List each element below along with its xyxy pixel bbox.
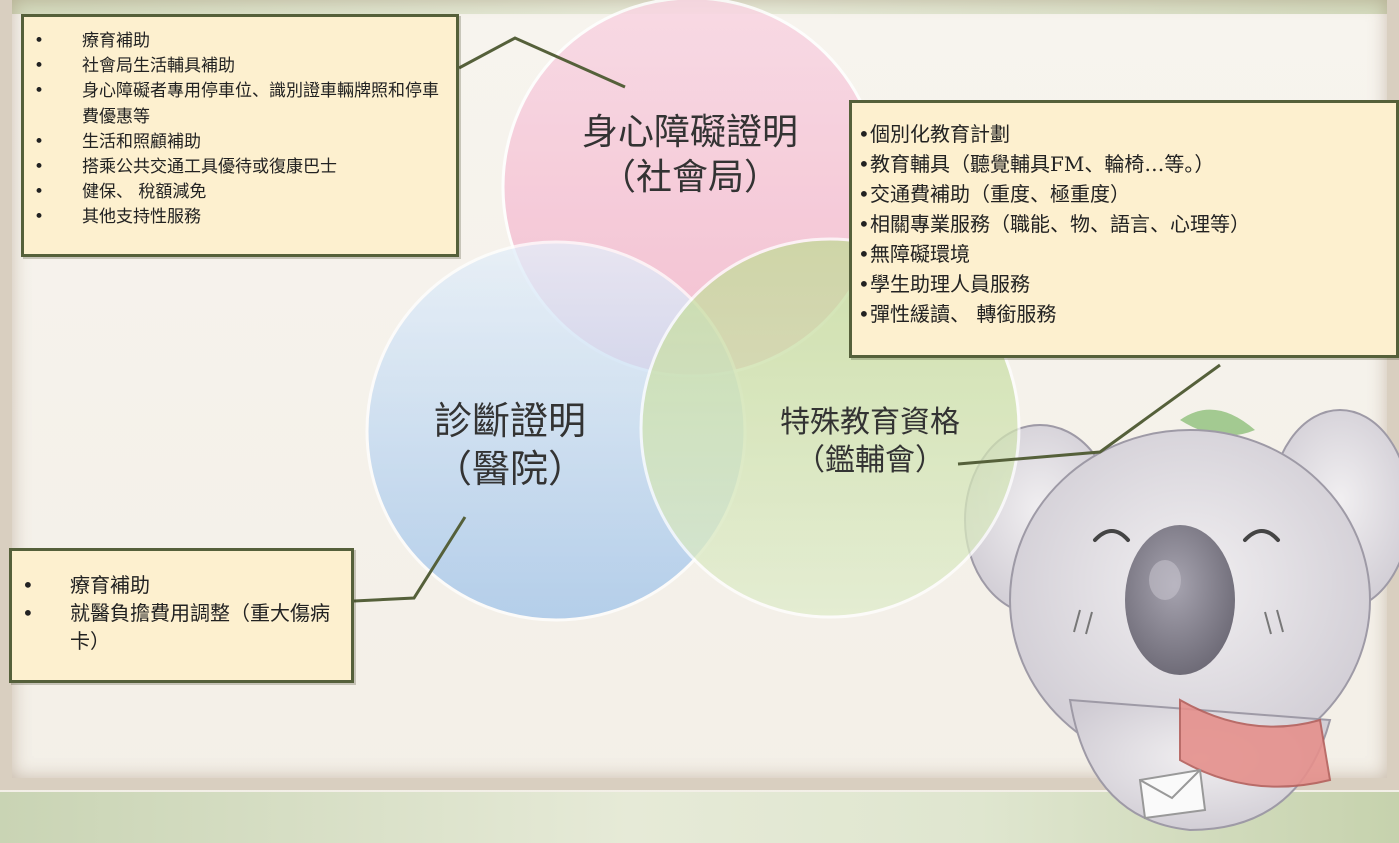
list-item: 身心障礙者專用停車位、識別證車輛牌照和停車費優惠等	[34, 79, 446, 129]
callout-social-benefits: 療育補助 社會局生活輔具補助 身心障礙者專用停車位、識別證車輛牌照和停車費優惠等…	[21, 14, 459, 257]
connector-lines	[353, 36, 1221, 603]
list-item: 學生助理人員服務	[858, 269, 1390, 299]
list-item: 社會局生活輔具補助	[34, 54, 446, 79]
circle-label-hospital: 診斷證明 （醫院）	[380, 398, 640, 493]
list-item: 彈性緩讀、 轉銜服務	[858, 299, 1390, 329]
list-item: 生活和照顧補助	[34, 130, 446, 155]
watermark-logo	[1218, 800, 1388, 830]
list-item: 個別化教育計劃	[858, 119, 1390, 149]
list-item: 其他支持性服務	[34, 205, 446, 230]
benefit-list: 療育補助 就醫負擔費用調整（重大傷病卡）	[22, 571, 341, 655]
circle-label-social-bureau: 身心障礙證明 （社會局）	[560, 110, 820, 200]
list-item: 交通費補助（重度、極重度）	[858, 179, 1390, 209]
circle-subtitle: （鑑輔會）	[795, 442, 945, 478]
connector-education	[957, 363, 1221, 466]
circle-subtitle: （社會局）	[599, 157, 780, 198]
connector-hospital	[353, 516, 467, 603]
list-item: 就醫負擔費用調整（重大傷病卡）	[22, 599, 341, 655]
list-item: 搭乘公共交通工具優待或復康巴士	[34, 155, 446, 180]
connector-social	[458, 36, 626, 89]
list-item: 健保、 稅額減免	[34, 180, 446, 205]
callout-education-services: 個別化教育計劃 教育輔具（聽覺輔具FM、輪椅…等。） 交通費補助（重度、極重度）…	[849, 100, 1399, 358]
list-item: 療育補助	[34, 29, 446, 54]
list-item: 療育補助	[22, 571, 341, 599]
list-item: 無障礙環境	[858, 239, 1390, 269]
circle-title: 特殊教育資格	[780, 405, 960, 440]
benefit-list: 個別化教育計劃 教育輔具（聽覺輔具FM、輪椅…等。） 交通費補助（重度、極重度）…	[858, 119, 1390, 329]
circle-title: 身心障礙證明	[581, 112, 798, 153]
list-item: 教育輔具（聽覺輔具FM、輪椅…等。）	[858, 149, 1390, 179]
list-item: 相關專業服務（職能、物、語言、心理等）	[858, 209, 1390, 239]
circle-title: 診斷證明	[433, 399, 586, 443]
circle-label-education: 特殊教育資格 （鑑輔會）	[740, 404, 1000, 479]
circle-subtitle: （醫院）	[433, 446, 586, 491]
benefit-list: 療育補助 社會局生活輔具補助 身心障礙者專用停車位、識別證車輛牌照和停車費優惠等…	[34, 29, 446, 231]
callout-hospital-benefits: 療育補助 就醫負擔費用調整（重大傷病卡）	[9, 548, 354, 683]
